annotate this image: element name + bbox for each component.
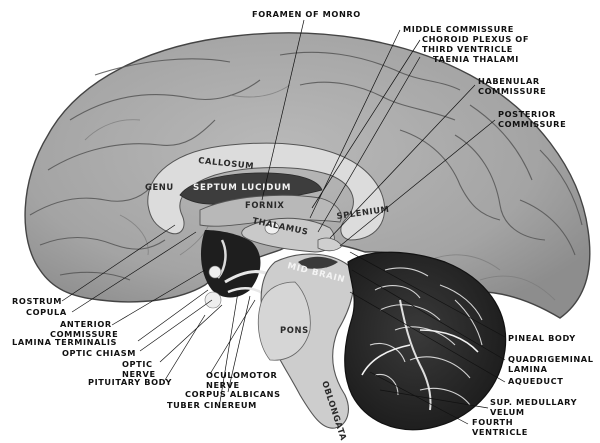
label-choroid-plexus-line1: CHOROID PLEXUS OF bbox=[422, 34, 529, 44]
label-fourth-ventricle-line1: FOURTH bbox=[472, 417, 513, 427]
label-fornix: FORNIX bbox=[245, 200, 284, 210]
labels-top: FORAMEN OF MONRO MIDDLE COMMISSURE CHORO… bbox=[252, 9, 566, 129]
labels-right: PINEAL BODY QUADRIGEMINAL LAMINA AQUEDUC… bbox=[472, 333, 594, 437]
label-quadrigeminal-line1: QUADRIGEMINAL bbox=[508, 354, 594, 364]
label-posterior-line2: COMMISSURE bbox=[498, 119, 566, 129]
label-anterior-line1: ANTERIOR bbox=[60, 319, 112, 329]
label-anterior-line2: COMMISSURE bbox=[50, 329, 118, 339]
label-oculomotor-line1: OCULOMOTOR bbox=[206, 370, 278, 380]
brainstem bbox=[257, 253, 354, 429]
label-pituitary-body: PITUITARY BODY bbox=[88, 377, 172, 387]
label-habenular-line2: COMMISSURE bbox=[478, 86, 546, 96]
label-taenia-thalami: TAENIA THALAMI bbox=[433, 54, 519, 64]
label-optic-chiasm: OPTIC CHIASM bbox=[62, 348, 136, 358]
label-septum-lucidum: SEPTUM LUCIDUM bbox=[193, 183, 291, 193]
label-posterior-line1: POSTERIOR bbox=[498, 109, 556, 119]
label-optic-nerve-line1: OPTIC bbox=[122, 359, 153, 369]
label-tuber-cinereum: TUBER CINEREUM bbox=[167, 400, 257, 410]
cerebral-hemisphere bbox=[24, 32, 591, 319]
label-foramen-of-monro: FORAMEN OF MONRO bbox=[252, 9, 361, 19]
leader-lines bbox=[61, 19, 506, 425]
label-corpus-albicans: CORPUS ALBICANS bbox=[185, 389, 281, 399]
cerebellum bbox=[344, 251, 507, 431]
diencephalon bbox=[199, 194, 343, 309]
label-pineal-body: PINEAL BODY bbox=[508, 333, 576, 343]
labels-left: ROSTRUM COPULA ANTERIOR COMMISSURE LAMIN… bbox=[12, 296, 281, 410]
label-sup-medullary-line2: VELUM bbox=[490, 407, 525, 417]
label-oculomotor-line2: NERVE bbox=[206, 380, 240, 390]
label-fourth-ventricle-line2: VENTRICLE bbox=[472, 427, 528, 437]
label-pons: PONS bbox=[280, 325, 309, 335]
label-rostrum: ROSTRUM bbox=[12, 296, 62, 306]
label-lamina-terminalis: LAMINA TERMINALIS bbox=[12, 337, 117, 347]
label-genu: GENU bbox=[145, 182, 174, 192]
label-choroid-plexus-line2: THIRD VENTRICLE bbox=[422, 44, 513, 54]
label-sup-medullary-line1: SUP. MEDULLARY bbox=[490, 397, 578, 407]
label-aqueduct: AQUEDUCT bbox=[508, 376, 563, 386]
corpus-callosum bbox=[147, 142, 385, 241]
label-middle-commissure: MIDDLE COMMISSURE bbox=[403, 24, 514, 34]
label-copula: COPULA bbox=[26, 307, 67, 317]
label-habenular-line1: HABENULAR bbox=[478, 76, 540, 86]
label-optic-nerve-line2: NERVE bbox=[122, 369, 156, 379]
label-quadrigeminal-line2: LAMINA bbox=[508, 364, 548, 374]
